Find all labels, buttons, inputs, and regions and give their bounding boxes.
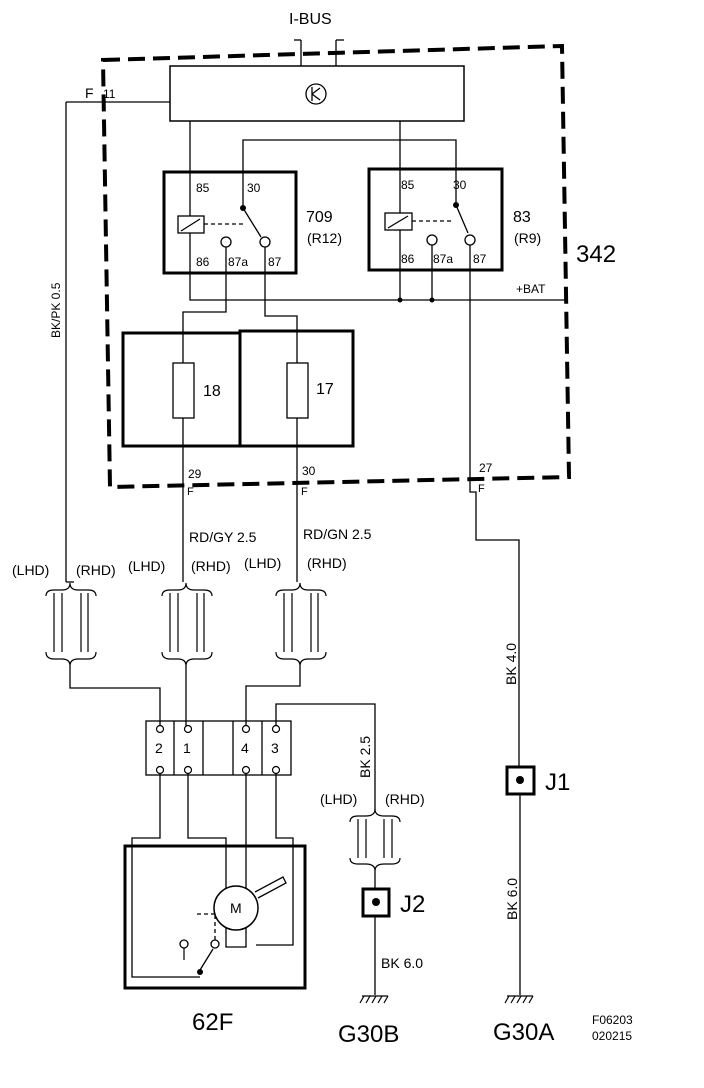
pin-30-letter: F: [301, 486, 308, 498]
motor-pin-4: 4: [241, 740, 249, 756]
ground-g30a-symbol: [504, 995, 534, 1004]
figure-code: F06203: [592, 1013, 633, 1027]
motor-internal-wiring: [131, 774, 294, 978]
relay-709-pin-87: 87: [268, 255, 282, 269]
relay-83-pin-87a: 87a: [433, 252, 453, 266]
relay-709-pin-30: 30: [247, 181, 261, 195]
ground-g30a-label: G30A: [493, 1019, 554, 1046]
relay-709-number: 709: [306, 209, 333, 226]
junction-j1: [505, 765, 536, 796]
lhd-rhd-option-4: [349, 808, 401, 888]
relay-83-pin-86: 86: [401, 252, 415, 266]
date-code: 020215: [592, 1029, 632, 1043]
control-unit-number: 342: [576, 241, 616, 268]
relay-83-pin-30: 30: [453, 178, 467, 192]
relay-83-pin-87: 87: [473, 252, 487, 266]
relay-83-pin-85: 85: [401, 178, 415, 192]
pin-29-letter: F: [187, 486, 194, 498]
pin-27-letter: F: [478, 483, 485, 495]
fuse-18-label: 18: [203, 383, 221, 400]
ibus-label: I-BUS: [289, 11, 332, 28]
feed-letter: F: [85, 85, 94, 101]
junction-j2-label: J2: [400, 891, 425, 918]
fuse-17: [286, 362, 309, 419]
pin-29: 29: [188, 467, 202, 481]
fuse-18: [172, 362, 195, 419]
wire-bk-60-j1: BK 6.0: [504, 878, 520, 920]
motor-connector: [145, 720, 292, 776]
ground-g30b-symbol: [359, 995, 389, 1004]
relay-83-coil: [384, 172, 452, 300]
lhd-label-3: (LHD): [244, 555, 281, 571]
wiper-motor-62f: [123, 844, 307, 990]
relay-709-coil: [177, 172, 244, 273]
wire-bk-pk: BK/PK 0.5: [49, 282, 63, 338]
bus-module-icon: [305, 83, 327, 105]
wire-bk-60-j2: BK 6.0: [381, 955, 423, 971]
rhd-label-2: (RHD): [191, 558, 231, 574]
lhd-rhd-option-1: [45, 581, 161, 728]
battery-label: +BAT: [516, 282, 546, 296]
relay-709-pin-87a: 87a: [228, 255, 248, 269]
lhd-rhd-option-3: [245, 582, 327, 728]
motor-pin-3: 3: [271, 740, 279, 756]
wire-rd-gn: RD/GN 2.5: [303, 526, 372, 542]
lhd-label-1: (LHD): [12, 562, 49, 578]
junction-j2: [361, 887, 391, 918]
rhd-label-4: (RHD): [385, 791, 425, 807]
lhd-label-4: (LHD): [320, 791, 357, 807]
lhd-rhd-option-2: [161, 582, 213, 728]
control-module: [169, 65, 465, 122]
rhd-label-1: (RHD): [76, 562, 116, 578]
motor-pin-2: 2: [155, 740, 163, 756]
fuse-17-label: 17: [316, 381, 334, 398]
relay-709-switch: [220, 172, 271, 273]
relay-709: [162, 170, 298, 275]
rhd-label-3: (RHD): [307, 555, 347, 571]
motor-symbol: M: [230, 900, 242, 916]
relay-709-pin-86: 86: [196, 255, 210, 269]
pin-27: 27: [479, 461, 493, 475]
relay-709-code: (R12): [307, 230, 342, 246]
feed-pin: 11: [103, 87, 116, 101]
wire-bk-25: BK 2.5: [357, 736, 373, 778]
motor-pin-1: 1: [183, 740, 191, 756]
relay-83-number: 83: [513, 209, 531, 226]
wire-rd-gy: RD/GY 2.5: [189, 529, 257, 545]
lhd-label-2: (LHD): [128, 558, 165, 574]
ground-g30b-label: G30B: [338, 1021, 399, 1048]
control-unit-342-boundary: [100, 43, 572, 490]
pin-30: 30: [302, 464, 316, 478]
relay-709-pin-85: 85: [196, 181, 210, 195]
motor-component-label: 62F: [192, 1009, 233, 1036]
junction-j1-label: J1: [545, 769, 570, 796]
relay-83-switch: [426, 172, 476, 300]
relay-83: [367, 167, 504, 272]
wire-bk-40: BK 4.0: [503, 643, 519, 685]
relay-83-code: (R9): [514, 230, 541, 246]
